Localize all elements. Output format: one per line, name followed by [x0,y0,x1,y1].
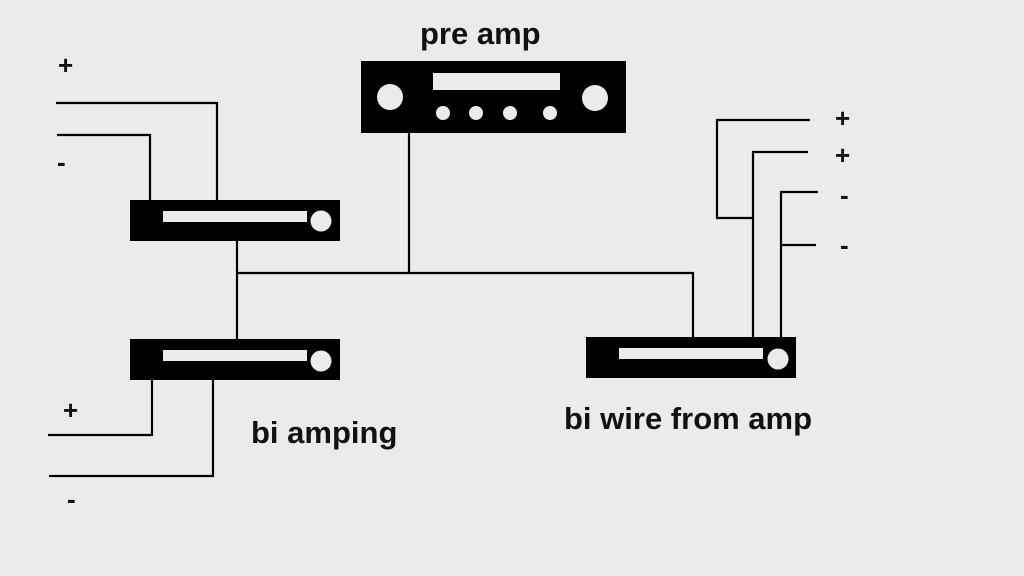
signal-bus-wire [237,271,695,337]
bi-amping-label: bi amping [251,415,397,450]
biwire-plus-2-wire [751,150,808,337]
amp-display [163,211,307,222]
polarity-minus-label: - [67,484,76,514]
amp-display [163,350,307,361]
pre-amp-device [361,61,626,133]
amp-knob-icon [767,348,789,370]
pre-amp-button-icon [436,106,450,120]
pre-amp-button-icon [503,106,517,120]
bi-wire-amp-device [586,337,796,378]
polarity-minus-label: - [57,147,66,177]
polarity-plus-label: + [835,140,850,170]
amp-knob-icon [310,350,332,372]
biwire-plus-1-wire [715,118,810,220]
bi-amp-bottom-device [130,339,340,380]
bi-wire-label: bi wire from amp [564,401,812,436]
top-amp-plus-wire [56,101,219,200]
pre-amp-display [433,73,560,90]
pre-amp-left-knob-icon [377,84,403,110]
polarity-plus-label: + [58,50,73,80]
amp-knob-icon [310,210,332,232]
polarity-plus-label: + [835,103,850,133]
biwire-minus-wire [779,190,818,337]
bottom-amp-minus-wire [49,380,215,478]
bi-amp-top-device [130,200,340,241]
pre-amp-button-icon [543,106,557,120]
polarity-plus-label: + [63,395,78,425]
pre-amp-label: pre amp [420,16,541,51]
polarity-minus-label: - [840,230,849,260]
bottom-amp-plus-wire [48,380,154,437]
top-amp-minus-wire [57,133,152,200]
amp-display [619,348,763,359]
polarity-minus-label: - [840,180,849,210]
pre-amp-button-icon [469,106,483,120]
pre-amp-right-knob-icon [582,85,608,111]
